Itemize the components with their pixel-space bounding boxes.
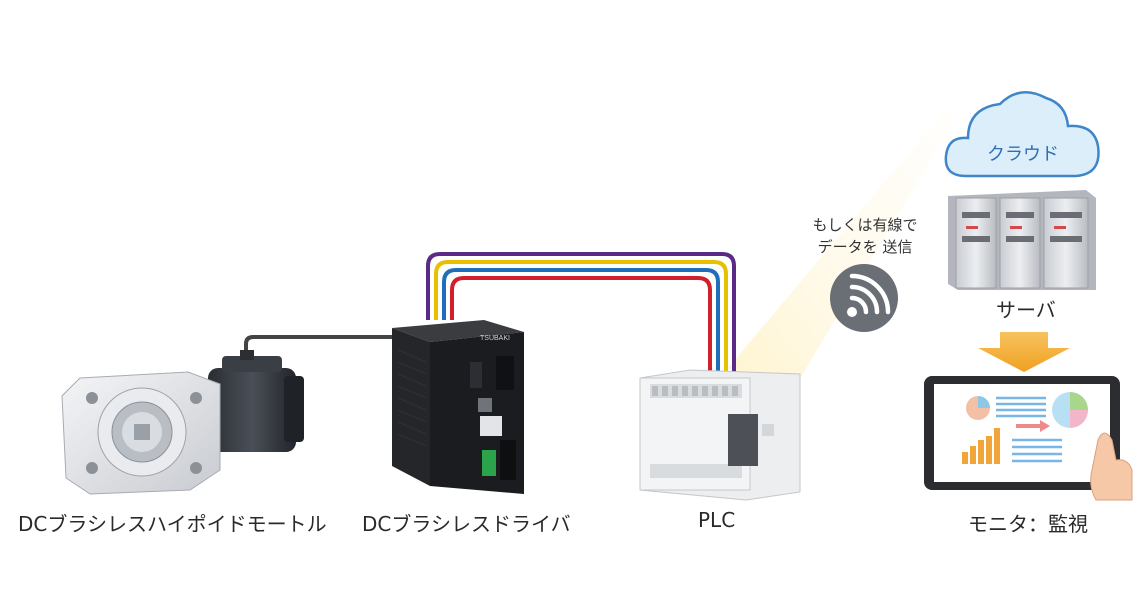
motor-driver-cable — [244, 335, 392, 357]
server-label: サーバ — [996, 298, 1056, 322]
motor-label: DCブラシレスハイポイドモートル — [18, 512, 327, 536]
cable-line — [426, 252, 736, 372]
touch-hand-icon — [1090, 432, 1133, 501]
plc-label: PLC — [698, 508, 736, 532]
cloud-icon — [944, 91, 1100, 178]
driver-label: DCブラシレスドライバ — [362, 512, 571, 536]
cable-line — [450, 276, 712, 372]
driver-brand: TSUBAKI — [480, 335, 510, 342]
wifi-icon — [830, 264, 898, 332]
monitor-image — [924, 376, 1120, 490]
wireless-caption-line1: もしくは有線で — [812, 216, 918, 234]
communication-cables — [426, 252, 736, 372]
driver-image: TSUBAKI — [392, 320, 524, 494]
cable-line — [434, 260, 728, 372]
cable-line — [442, 268, 720, 372]
server-rack-image — [948, 190, 1096, 290]
data-beam — [728, 110, 955, 395]
arrow-down-icon — [978, 332, 1070, 372]
wireless-caption: もしくは有線で データを 送信 — [800, 214, 930, 258]
plc-image — [639, 369, 801, 501]
monitor-label: モニタ：監視 — [968, 512, 1088, 536]
cloud-label: クラウド — [987, 144, 1059, 165]
motor-image — [61, 350, 304, 495]
wireless-caption-line2: データを 送信 — [817, 238, 913, 256]
